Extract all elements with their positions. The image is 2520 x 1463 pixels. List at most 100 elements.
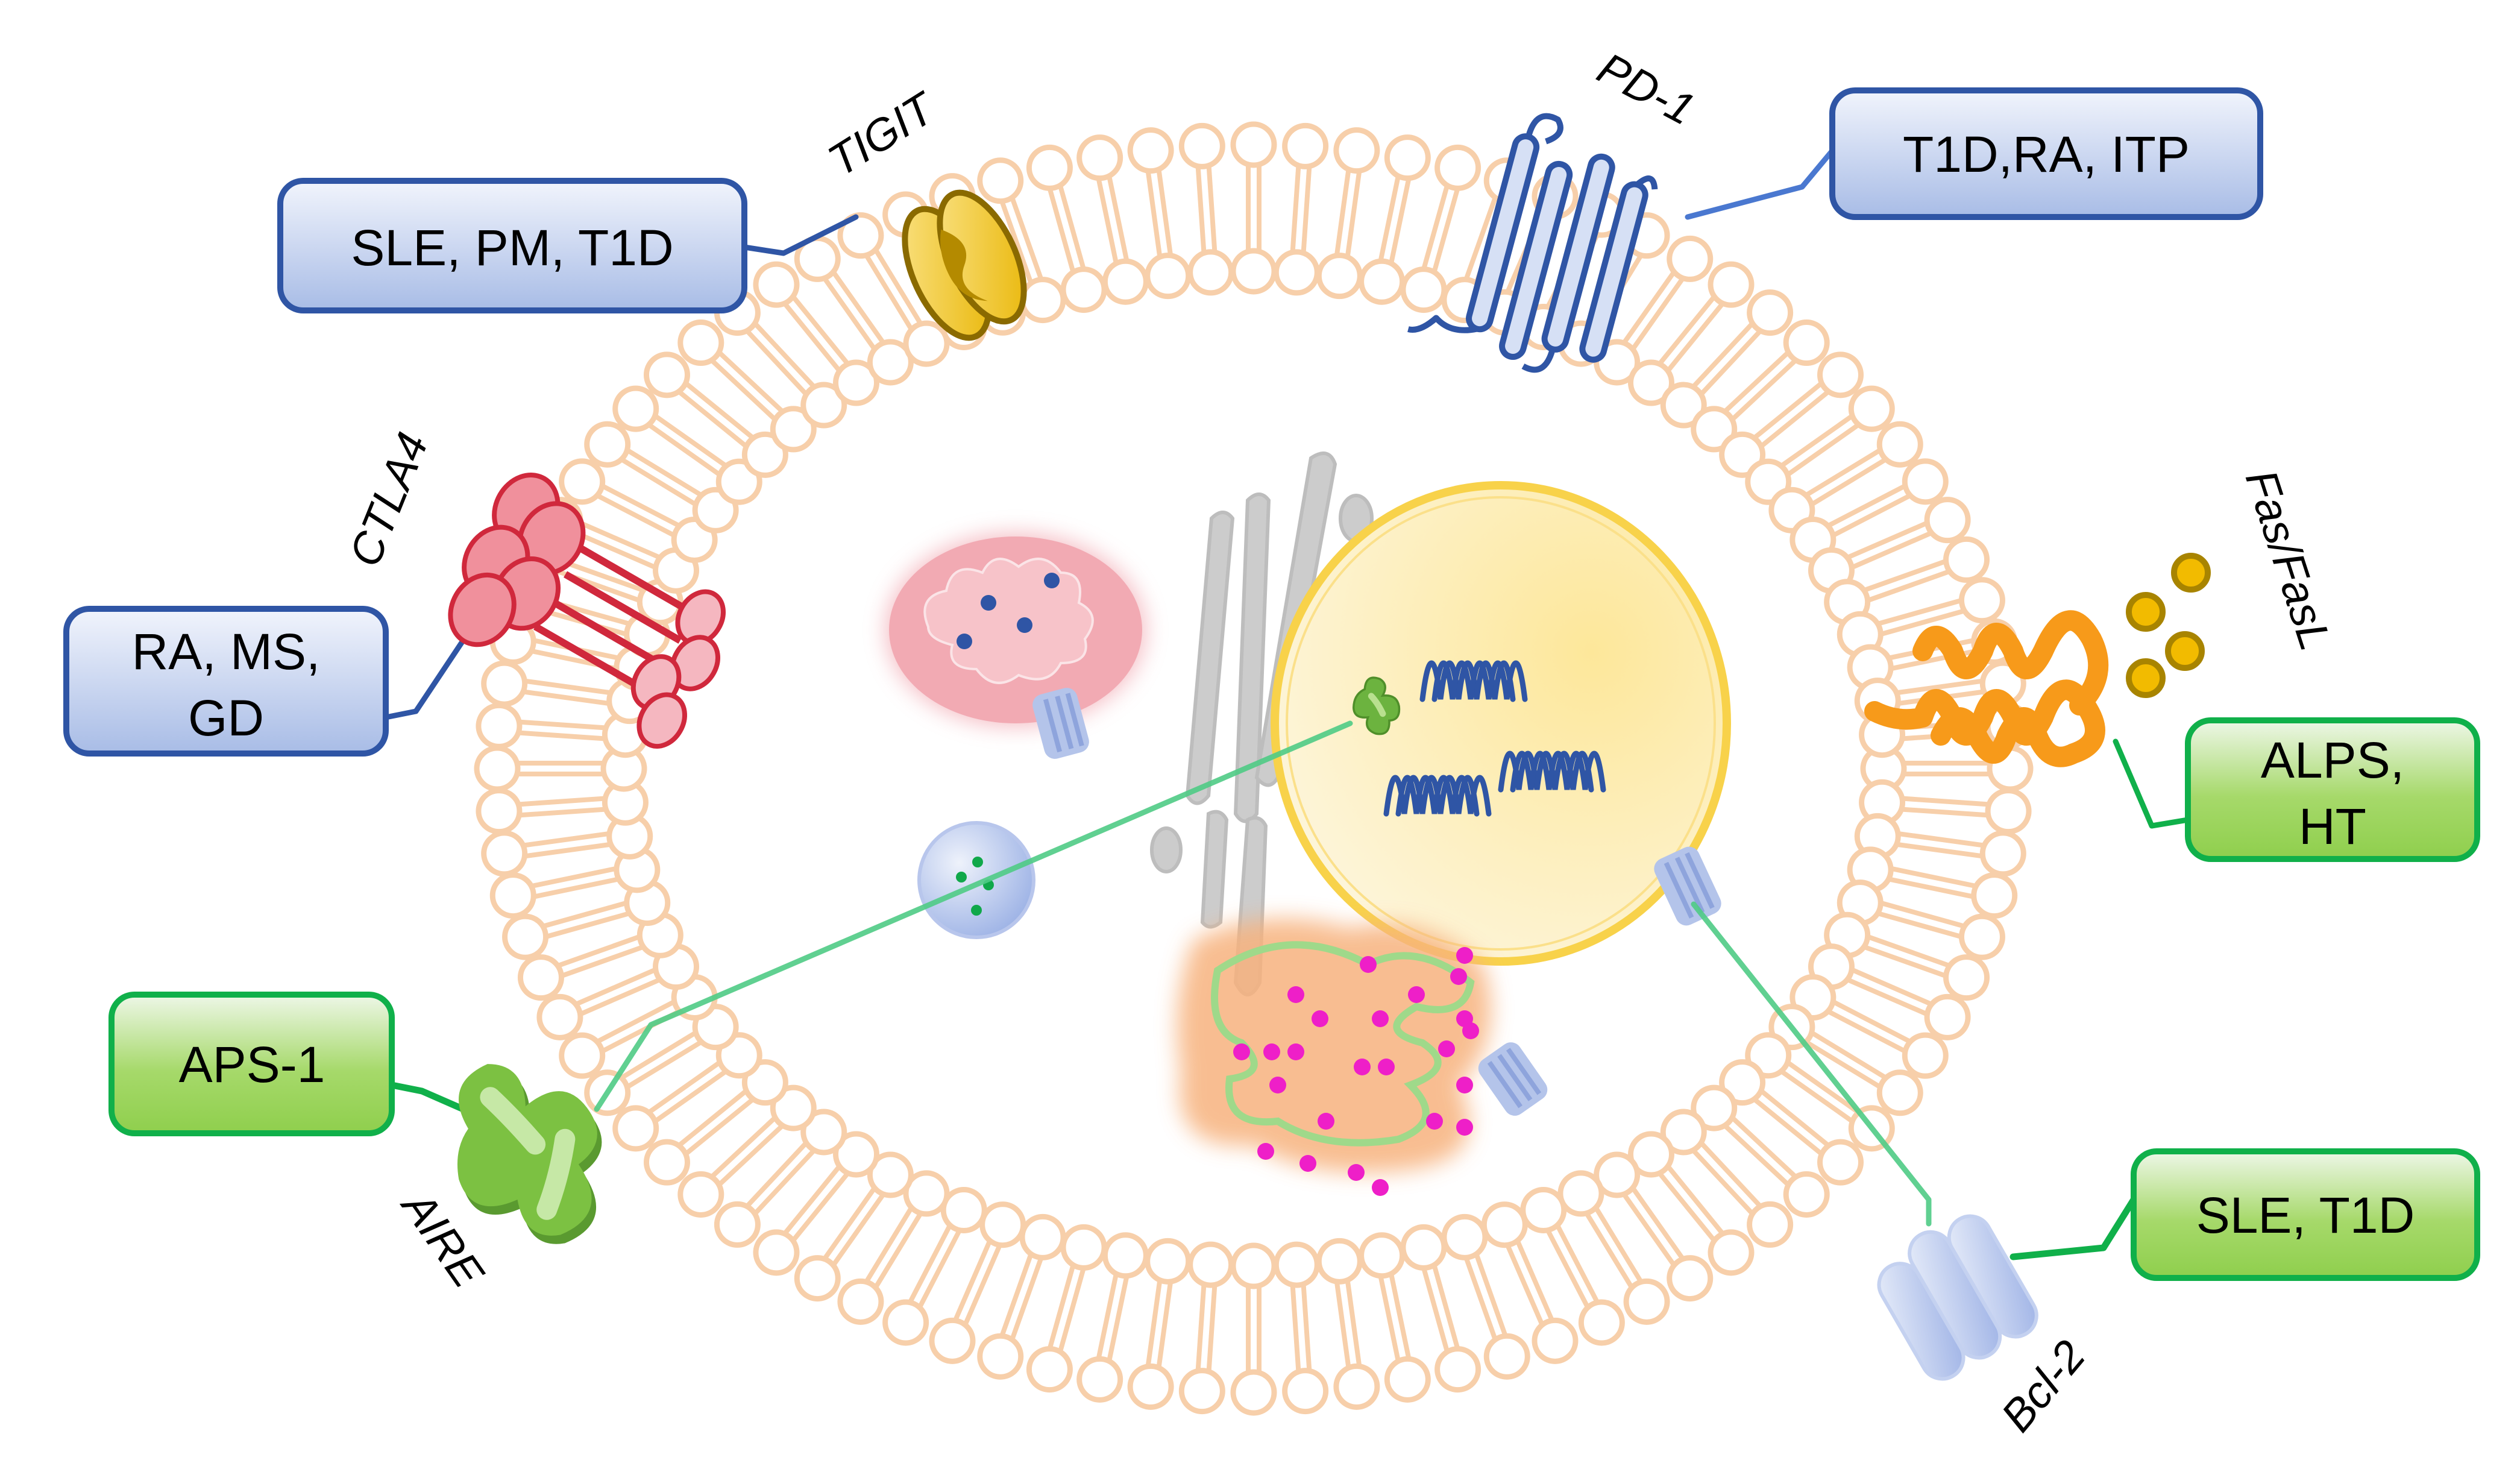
lipid-tail [791,295,850,365]
ribosome-dot [1354,1059,1371,1075]
ribosome-dot [1263,1043,1280,1060]
lipid-tail [753,322,816,388]
lipid-head [1708,1229,1755,1276]
connector-aire-nucleus [594,720,1353,1112]
lipid-tail [1902,807,1988,818]
lipid-tail [1622,271,1676,344]
disease-box-fas-line1: ALPS, [2261,732,2404,788]
lipid-tail [1156,169,1173,256]
ribosome-dot [1462,1022,1479,1039]
lipid-head [474,745,521,792]
lipid-tail [1827,483,1906,528]
lipid-tail [1847,521,1928,560]
lipid-tail [999,1254,1033,1336]
lipid-tail [1464,1257,1498,1340]
lipid-tail [647,1060,721,1115]
lipid-tail [542,901,627,929]
lipid-head [1145,253,1192,300]
lipid-tail [1515,1240,1554,1321]
lipid-head [476,788,523,835]
lipid-head [753,261,800,308]
lipid-tail [1780,414,1853,468]
lipid-tail [1898,831,1984,848]
lipid-tail [1631,277,1685,350]
lipid-head [1594,1151,1641,1198]
lipid-tail [1096,178,1119,263]
lipid-head [1627,1131,1674,1178]
lipid-tail [620,1031,697,1080]
lipid-tail [1389,178,1412,263]
lipid-head [1943,954,1990,1001]
lipid-tail [1290,166,1301,252]
label-ctla4: CTLA4 [339,426,438,573]
lipid-head [1691,1084,1738,1131]
lipid-head [714,1201,761,1248]
lipid-head [1230,248,1277,295]
lipid-tail [718,1124,784,1186]
lipid-tail [523,831,609,848]
lipid-tail [1206,1285,1218,1371]
lipid-tail [575,967,656,1007]
lipid-tail [1464,197,1498,280]
connector-tigit [741,214,859,256]
lipid-tail [953,1240,992,1321]
lipid-tail [520,719,606,731]
lipid-tail [602,483,680,528]
lipid-head [903,320,950,367]
lipid-tail [620,458,697,506]
nucleus-icon [1271,481,1731,966]
lipid-head [1127,127,1174,174]
lipid-head [1127,1363,1174,1410]
mitochondrion-icon [886,533,1145,759]
lipid-tail [1657,1172,1716,1242]
lipid-tail [1301,1285,1312,1371]
lipid-tail [823,1187,876,1260]
lipid-tail [1760,1089,1830,1147]
ribosome-dot [1360,956,1377,973]
label-bcl2: Bcl-2 [1991,1331,2095,1441]
lipid-tail [1666,1165,1724,1235]
lipid-head [1876,421,1923,468]
lipid-head [1924,497,1971,544]
disease-box-ctla4: RA, MS, GD [63,606,389,757]
lipid-tail [864,254,914,330]
lipid-head [1985,788,2032,835]
lipid-tail [1888,876,1974,899]
disease-box-fas: ALPS, HT [2185,717,2480,862]
lipid-tail [518,730,605,741]
lipid-head [1026,1346,1073,1393]
lipid-tail [1867,569,1950,603]
ribosome-dot [1438,1040,1455,1057]
lipid-head [929,1317,976,1364]
lipid-head [837,1278,884,1325]
lipid-head [1359,1232,1406,1279]
lipid-head [1747,289,1794,336]
lipid-head [1187,1241,1234,1288]
lipid-head [1359,258,1406,305]
lipid-tail [1048,1265,1076,1349]
lipid-tail [1811,1031,1887,1080]
lipid-head [1384,1356,1431,1403]
lipid-tail [531,866,617,889]
lipid-bilayer-membrane [474,121,2034,1416]
lipid-head [1627,359,1674,406]
ribosome-dot [1372,1179,1389,1196]
lipid-head [1708,261,1755,308]
lipid-head [643,1139,690,1186]
lipid-head [1060,1224,1107,1271]
lipid-head [800,1109,847,1156]
lipid-head [1691,406,1738,453]
connector-bcl2-nucleus [1691,901,1932,1227]
lipid-tail [1723,351,1789,414]
lipid-head [1902,1032,1949,1079]
lipid-tail [1505,1244,1544,1326]
lipid-head [481,660,528,707]
lipid-head [1145,1238,1192,1285]
pd1-protein-icon [1407,113,1658,373]
lipid-tail [823,277,876,350]
lipid-tail [1048,188,1076,272]
lipid-tail [533,876,619,899]
lipid-tail [1891,866,1976,889]
lipid-tail [1700,329,1762,396]
connector-fas [2113,738,2191,829]
